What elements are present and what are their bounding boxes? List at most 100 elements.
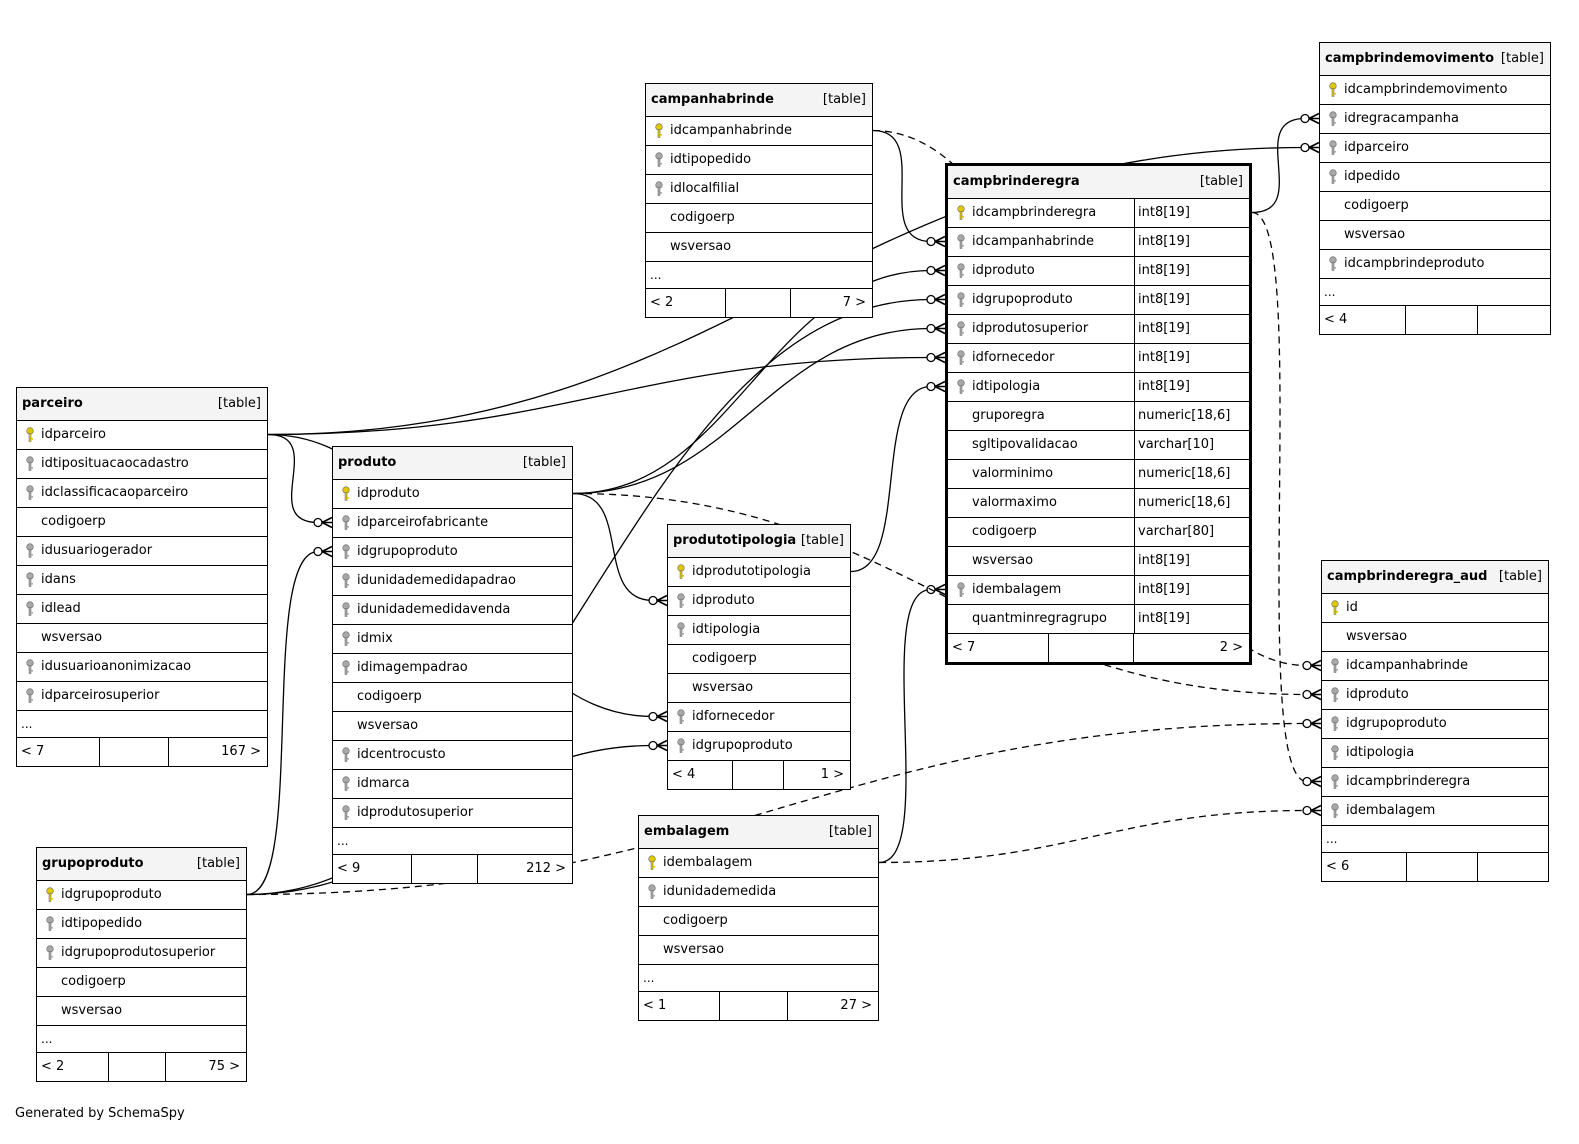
parents-count[interactable]: < 2 (41, 1059, 65, 1074)
children-count[interactable] (1478, 853, 1548, 881)
column-row[interactable]: codigoerp (1320, 192, 1550, 221)
parents-count[interactable]: < 9 (337, 861, 361, 876)
parents-count[interactable]: < 7 (952, 640, 976, 655)
column-row[interactable]: idparceirosuperior (17, 682, 267, 711)
children-count[interactable]: 75 > (208, 1059, 240, 1074)
children-count[interactable]: 212 > (526, 861, 566, 876)
column-row[interactable]: idprodutosuperior (333, 799, 572, 828)
parents-count[interactable]: < 1 (643, 998, 667, 1013)
parents-count[interactable]: < 2 (650, 295, 674, 310)
children-count[interactable]: 1 > (820, 767, 845, 782)
column-row[interactable]: wsversao (1322, 623, 1548, 652)
column-row[interactable]: idmarca (333, 770, 572, 799)
column-row[interactable]: idans (17, 566, 267, 595)
children-count[interactable]: 167 > (221, 744, 261, 759)
column-row[interactable]: idcentrocusto (333, 741, 572, 770)
column-row[interactable]: idgrupoprodutosuperior (37, 939, 246, 968)
more-columns-ellipsis[interactable]: ... (639, 965, 878, 992)
column-row[interactable]: idcampbrindemovimento (1320, 76, 1550, 105)
children-count[interactable]: 7 > (842, 295, 866, 310)
column-row[interactable]: wsversao (17, 624, 267, 653)
column-row[interactable]: idmix (333, 625, 572, 654)
parents-count[interactable]: < 4 (672, 767, 696, 782)
column-row[interactable]: idproduto (333, 480, 572, 509)
column-row[interactable]: idcampbrindeproduto (1320, 250, 1550, 279)
column-row[interactable]: codigoerp (37, 968, 246, 997)
column-row[interactable]: wsversao (333, 712, 572, 741)
column-row[interactable]: idtipopedido (37, 910, 246, 939)
column-row[interactable]: wsversao (668, 674, 850, 703)
children-count[interactable]: 27 > (840, 998, 872, 1013)
parents-count[interactable]: < 6 (1326, 859, 1350, 874)
parents-count[interactable]: < 4 (1324, 312, 1348, 327)
column-row[interactable]: wsversao (37, 997, 246, 1026)
column-row[interactable]: idregracampanha (1320, 105, 1550, 134)
parents-count[interactable]: < 7 (21, 744, 45, 759)
column-row[interactable]: idproduto (1322, 681, 1548, 710)
column-row[interactable]: idparceirofabricante (333, 509, 572, 538)
column-row[interactable]: idusuarioanonimizacao (17, 653, 267, 682)
column-row[interactable]: idcampbrinderegra (1322, 768, 1548, 797)
column-row[interactable]: idunidademedidavenda (333, 596, 572, 625)
table-campbrindemovimento[interactable]: campbrindemovimento[table]idcampbrindemo… (1319, 42, 1551, 335)
column-row[interactable]: idparceiro (1320, 134, 1550, 163)
column-row[interactable]: codigoerp (639, 907, 878, 936)
more-columns-ellipsis[interactable]: ... (1322, 826, 1548, 853)
column-row[interactable]: idembalagem (1322, 797, 1548, 826)
more-columns-ellipsis[interactable]: ... (1320, 279, 1550, 306)
column-row[interactable]: idusuariogerador (17, 537, 267, 566)
column-row[interactable]: idpedido (1320, 163, 1550, 192)
column-row[interactable]: idtipopedido (646, 146, 872, 175)
more-columns-ellipsis[interactable]: ... (646, 262, 872, 289)
column-row[interactable]: idgrupoproduto (1322, 710, 1548, 739)
table-produtotipologia[interactable]: produtotipologia[table]idprodutotipologi… (667, 524, 851, 790)
more-columns-ellipsis[interactable]: ... (17, 711, 267, 738)
column-row[interactable]: idprodutotipologia (668, 558, 850, 587)
column-row[interactable]: idtipologia (668, 616, 850, 645)
children-count[interactable]: 2 > (1219, 640, 1243, 655)
column-row[interactable]: idproduto (668, 587, 850, 616)
column-row[interactable]: codigoerp (17, 508, 267, 537)
more-columns-ellipsis[interactable]: ... (333, 828, 572, 855)
more-columns-ellipsis[interactable]: ... (37, 1026, 246, 1053)
column-row[interactable]: wsversao (646, 233, 872, 262)
column-row[interactable]: idunidademedidapadrao (333, 567, 572, 596)
column-row[interactable]: id (1322, 594, 1548, 623)
column-row[interactable]: idlead (17, 595, 267, 624)
column-row[interactable]: codigoerp (333, 683, 572, 712)
column-row[interactable]: wsversao (639, 936, 878, 965)
column-row[interactable]: idimagempadrao (333, 654, 572, 683)
column-row[interactable]: idgrupoproduto (668, 732, 850, 761)
column-row[interactable]: idlocalfilial (646, 175, 872, 204)
column-row[interactable]: idunidademedida (639, 878, 878, 907)
column-row[interactable]: codigoerp (668, 645, 850, 674)
column-row[interactable]: idgrupoproduto (37, 881, 246, 910)
column-row[interactable]: idclassificacaoparceiro (17, 479, 267, 508)
children-count[interactable] (1478, 306, 1550, 334)
column-row[interactable]: codigoerp (646, 204, 872, 233)
column-row[interactable]: idembalagem (639, 849, 878, 878)
column-row[interactable]: idcampanhabrinde (646, 117, 872, 146)
column-row[interactable]: idgrupoproduto (333, 538, 572, 567)
column-row[interactable]: idtiposituacaocadastro (17, 450, 267, 479)
